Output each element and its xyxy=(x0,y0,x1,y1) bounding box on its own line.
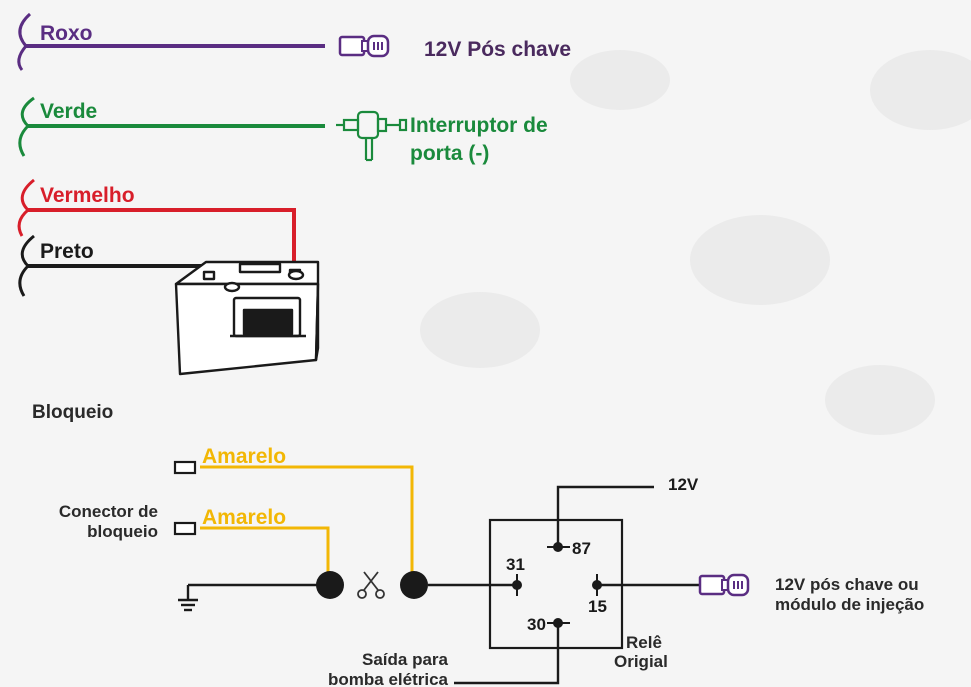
output-label-2: bomba elétrica xyxy=(328,670,449,687)
conector-bloqueio-label-2: bloqueio xyxy=(87,522,158,541)
relay-label-1: Relê xyxy=(626,633,662,652)
verde-wire-group: Verde Interruptor de porta (-) xyxy=(18,96,548,165)
amarelo-label-2: Amarelo xyxy=(202,506,286,529)
output-label-1: Saída para xyxy=(362,650,449,669)
right-label-2: módulo de injeção xyxy=(775,595,924,614)
roxo-label: Roxo xyxy=(40,22,93,45)
relay-label-2: Origial xyxy=(614,652,668,671)
connector-plug-icon-right xyxy=(698,573,750,597)
vermelho-label: Vermelho xyxy=(40,184,135,207)
pin87-dot xyxy=(553,542,563,552)
output-wire xyxy=(454,623,560,685)
roxo-wire-group: Roxo 12V Pós chave xyxy=(17,12,571,71)
pin15-label: 15 xyxy=(588,597,607,616)
supply-wire xyxy=(556,485,654,547)
pin87-label: 87 xyxy=(572,539,591,558)
scissors-icon xyxy=(357,571,385,599)
vermelho-wire-group: Vermelho xyxy=(17,178,296,272)
pin31-dot xyxy=(512,580,522,590)
cut-point-left xyxy=(316,571,344,599)
roxo-wire-end xyxy=(17,12,32,71)
vermelho-wire xyxy=(26,208,296,272)
verde-target-label-1: Interruptor de xyxy=(410,114,548,137)
amarelo-wire-2 xyxy=(200,526,330,575)
right-label-1: 12V pós chave ou xyxy=(775,575,919,594)
amarelo-wire-1-group: Amarelo xyxy=(173,445,414,575)
conector-bloqueio-label-1: Conector de xyxy=(59,502,158,521)
bloqueio-title: Bloqueio xyxy=(32,402,113,423)
roxo-target-label: 12V Pós chave xyxy=(424,38,571,61)
background-decoration xyxy=(420,50,971,435)
door-switch-icon xyxy=(336,110,408,162)
amarelo-connector-2 xyxy=(173,521,197,536)
cut-point-right xyxy=(400,571,428,599)
amarelo-wire-2-group: Amarelo xyxy=(173,506,330,575)
car-battery-icon xyxy=(174,260,320,376)
supply-label: 12V xyxy=(668,475,699,494)
ground-icon xyxy=(178,585,198,612)
connector-plug-icon xyxy=(338,34,390,58)
verde-target-label-2: porta (-) xyxy=(410,142,489,165)
amarelo-wire-1 xyxy=(200,465,414,575)
pin31-label: 31 xyxy=(506,555,525,574)
amarelo-label-1: Amarelo xyxy=(202,445,286,468)
verde-label: Verde xyxy=(40,100,97,123)
amarelo-connector-1 xyxy=(173,460,197,475)
relay-group: 12V 87 31 15 30 Relê Origial xyxy=(428,475,700,685)
pin30-label: 30 xyxy=(527,615,546,634)
preto-label: Preto xyxy=(40,240,94,263)
